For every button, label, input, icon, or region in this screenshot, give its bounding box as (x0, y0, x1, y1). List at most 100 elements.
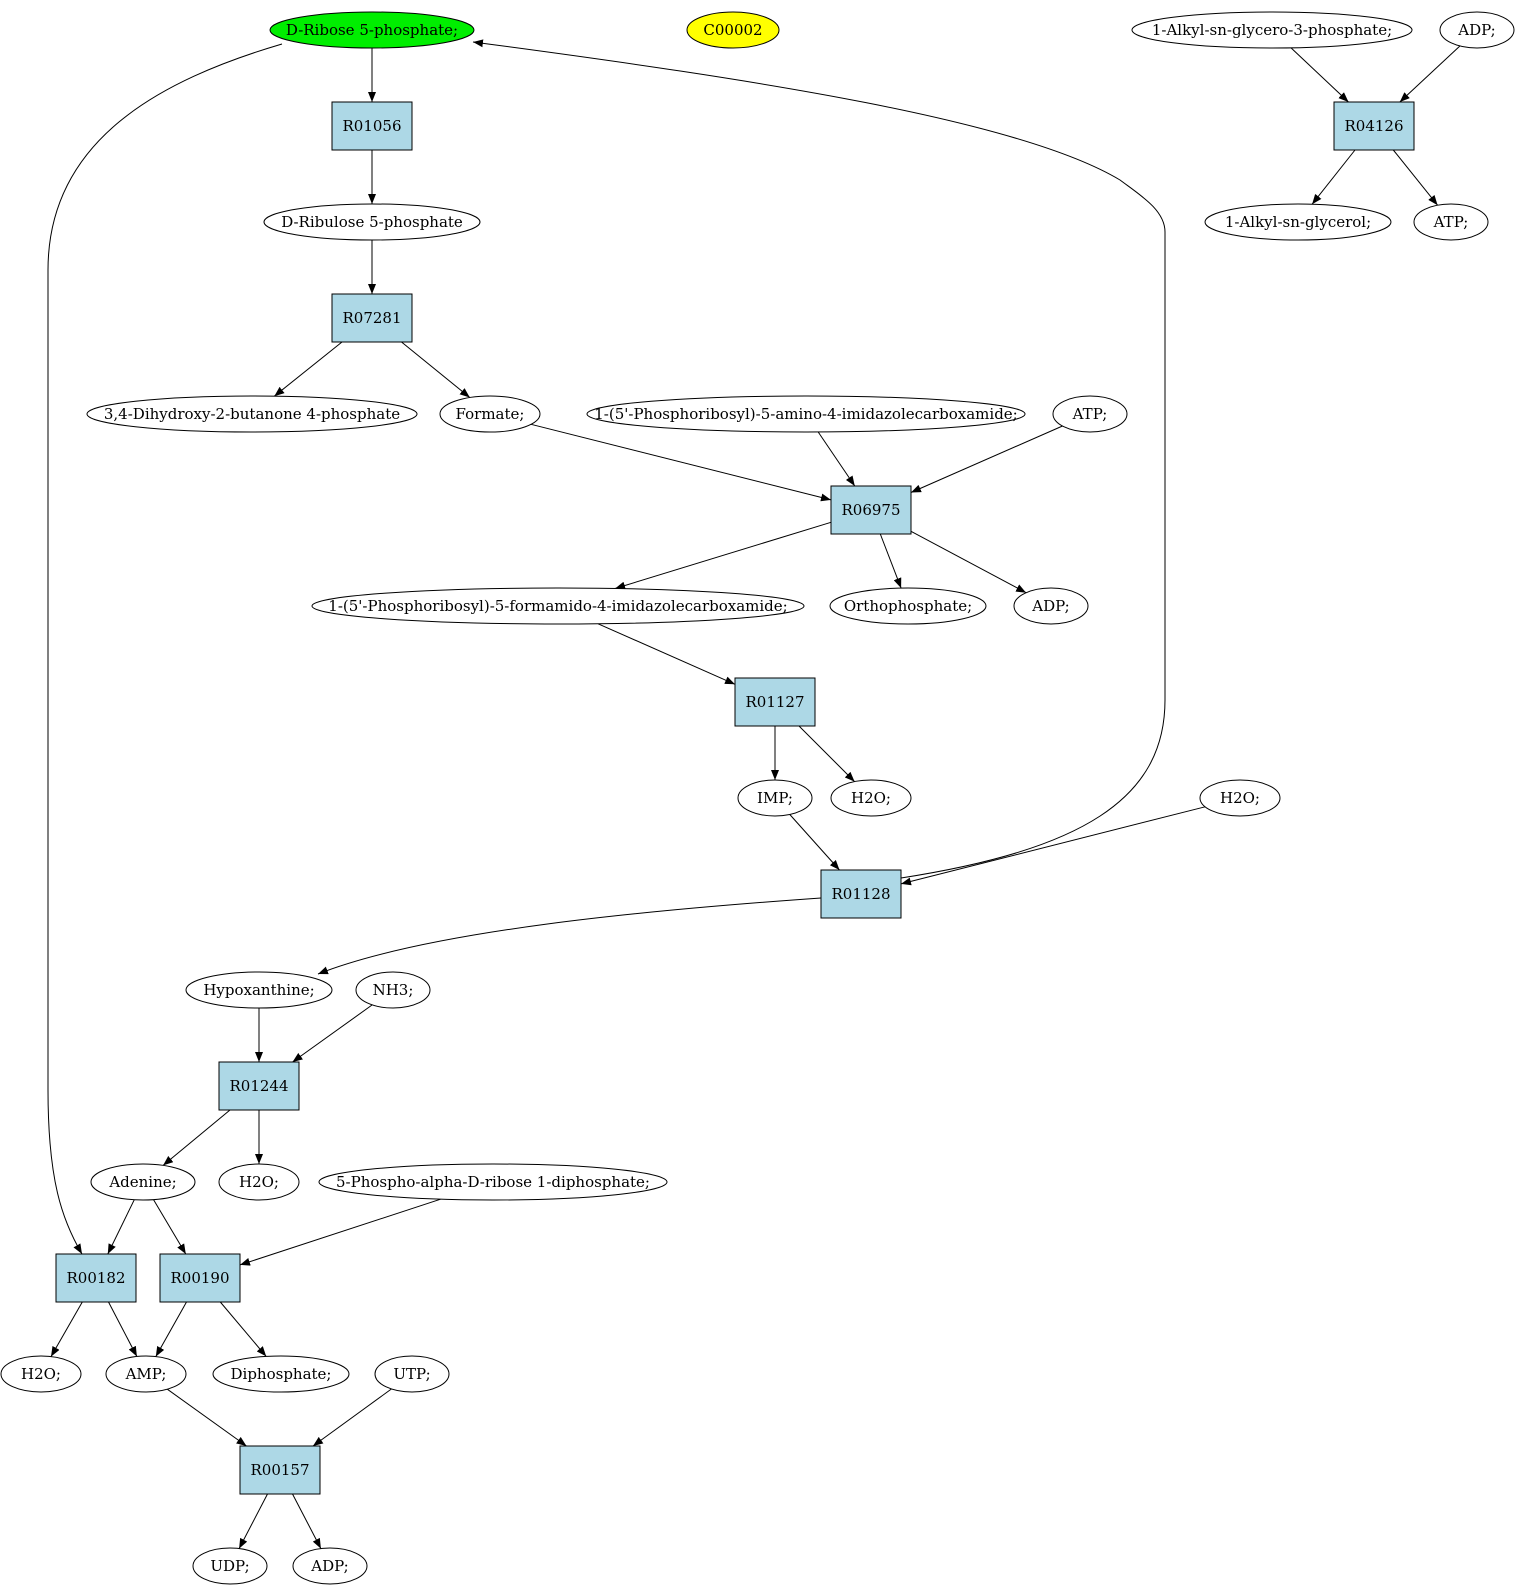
node-label: IMP; (757, 789, 793, 807)
reaction-node-r01244[interactable]: R01244 (218, 1061, 300, 1111)
compound-node-atp_top[interactable]: ATP; (1413, 203, 1489, 241)
edge-utp-to-r00157 (312, 1388, 392, 1447)
edge-r00182-to-h2o_d (50, 1301, 83, 1357)
reaction-node-r01128[interactable]: R01128 (820, 869, 902, 919)
compound-node-h2o_b[interactable]: H2O; (1199, 779, 1281, 817)
compound-node-udp[interactable]: UDP; (192, 1547, 268, 1585)
reaction-box (331, 293, 413, 343)
reaction-box (1333, 101, 1415, 151)
node-label: ADP; (310, 1557, 348, 1575)
node-label: NH3; (373, 981, 414, 999)
edge-prpp-to-r00190 (239, 1198, 441, 1266)
compound-ellipse (1413, 203, 1489, 241)
node-label: C00002 (703, 21, 762, 39)
compound-ellipse (1131, 11, 1413, 49)
compound-node-prpp[interactable]: 5-Phospho-alpha-D-ribose 1-diphosphate; (318, 1163, 668, 1201)
compound-ellipse (1439, 11, 1515, 49)
compound-ellipse (185, 971, 333, 1009)
compound-node-utp[interactable]: UTP; (374, 1355, 450, 1393)
node-label: R06975 (841, 501, 900, 519)
compound-ellipse (1052, 395, 1128, 433)
edge-r01128-to-hypoxanthine (317, 897, 822, 975)
reaction-box (820, 869, 902, 919)
edge-atp_mid-to-r06975 (910, 425, 1063, 493)
node-label: Formate; (456, 405, 525, 423)
compound-node-adp_mid[interactable]: ADP; (1013, 587, 1089, 625)
reaction-node-r00157[interactable]: R00157 (239, 1445, 321, 1495)
compound-ellipse (311, 587, 805, 625)
edge-r00190-to-diphosphate (219, 1301, 267, 1357)
compound-ellipse (439, 395, 541, 433)
node-label: UTP; (393, 1365, 430, 1383)
compound-ellipse (686, 11, 780, 49)
compound-node-atp_mid[interactable]: ATP; (1052, 395, 1128, 433)
compound-node-amp[interactable]: AMP; (105, 1355, 187, 1393)
node-label: ATP; (1072, 405, 1108, 423)
node-label: Orthophosphate; (844, 597, 972, 615)
compound-node-adp_top[interactable]: ADP; (1439, 11, 1515, 49)
node-label: 1-(5'-Phosphoribosyl)-5-amino-4-imidazol… (594, 405, 1018, 423)
compound-ellipse (218, 1163, 300, 1201)
reaction-box (734, 677, 816, 727)
compound-ellipse (1013, 587, 1089, 625)
reaction-node-r04126[interactable]: R04126 (1333, 101, 1415, 151)
reaction-node-r01056[interactable]: R01056 (331, 101, 413, 151)
edge-ribose5p-to-r00182 (47, 43, 283, 1255)
node-label: R01244 (229, 1077, 288, 1095)
compound-node-h2o_a[interactable]: H2O; (830, 779, 912, 817)
reaction-node-r07281[interactable]: R07281 (331, 293, 413, 343)
reaction-node-r01127[interactable]: R01127 (734, 677, 816, 727)
node-label: UDP; (210, 1557, 249, 1575)
node-label: ADP; (1457, 21, 1495, 39)
reaction-box (55, 1253, 137, 1303)
compound-node-h2o_d[interactable]: H2O; (0, 1355, 82, 1393)
compound-node-dhb4p[interactable]: 3,4-Dihydroxy-2-butanone 4-phosphate (86, 395, 418, 433)
compound-node-diphosphate[interactable]: Diphosphate; (212, 1355, 350, 1393)
node-label: R00157 (250, 1461, 309, 1479)
edge-adenine-to-r00182 (107, 1199, 135, 1255)
compound-ellipse (269, 11, 475, 49)
compound-ellipse (1204, 203, 1392, 241)
node-label: R04126 (1344, 117, 1403, 135)
node-label: R00190 (170, 1269, 229, 1287)
compound-node-imp[interactable]: IMP; (737, 779, 813, 817)
edge-imp-to-r01128 (789, 814, 840, 871)
node-label: Hypoxanthine; (203, 981, 314, 999)
compound-ellipse (0, 1355, 82, 1393)
compound-node-alkylglycerol[interactable]: 1-Alkyl-sn-glycerol; (1204, 203, 1392, 241)
compound-node-aicar[interactable]: 1-(5'-Phosphoribosyl)-5-amino-4-imidazol… (586, 395, 1026, 433)
node-label: ATP; (1433, 213, 1469, 231)
edge-h2o_b-to-r01128 (900, 806, 1206, 886)
edge-r01244-to-adenine (162, 1109, 231, 1166)
compound-node-faicar[interactable]: 1-(5'-Phosphoribosyl)-5-formamido-4-imid… (311, 587, 805, 625)
edge-r00157-to-adp_bot (292, 1493, 322, 1549)
compound-node-hypoxanthine[interactable]: Hypoxanthine; (185, 971, 333, 1009)
edge-r00157-to-udp (238, 1493, 268, 1549)
reaction-node-r00182[interactable]: R00182 (55, 1253, 137, 1303)
compound-ellipse (355, 971, 431, 1009)
compound-node-orthophosphate[interactable]: Orthophosphate; (829, 587, 987, 625)
compound-node-formate[interactable]: Formate; (439, 395, 541, 433)
compound-node-adp_bot[interactable]: ADP; (292, 1547, 368, 1585)
reaction-box (331, 101, 413, 151)
compound-node-adenine[interactable]: Adenine; (90, 1163, 196, 1201)
compound-node-nh3[interactable]: NH3; (355, 971, 431, 1009)
edge-faicar-to-r01127 (597, 623, 736, 685)
compound-node-h2o_c[interactable]: H2O; (218, 1163, 300, 1201)
node-label: H2O; (239, 1173, 279, 1191)
reaction-node-r00190[interactable]: R00190 (159, 1253, 241, 1303)
reaction-node-r06975[interactable]: R06975 (830, 485, 912, 535)
compound-node-alkylglycero3p[interactable]: 1-Alkyl-sn-glycero-3-phosphate; (1131, 11, 1413, 49)
compound-node-ribose5p[interactable]: D-Ribose 5-phosphate; (269, 11, 475, 49)
node-label: D-Ribose 5-phosphate; (286, 21, 458, 39)
edge-r06975-to-orthophosphate (879, 533, 902, 589)
node-label: R00182 (66, 1269, 125, 1287)
compound-ellipse (263, 203, 481, 241)
edge-r00190-to-amp (155, 1301, 187, 1357)
node-label: D-Ribulose 5-phosphate (281, 213, 463, 231)
edge-nh3-to-r01244 (292, 1004, 373, 1063)
compound-ellipse (318, 1163, 668, 1201)
compound-node-c00002[interactable]: C00002 (686, 11, 780, 49)
compound-node-ribulose5p[interactable]: D-Ribulose 5-phosphate (263, 203, 481, 241)
edge-alkylglycero3p-to-r04126 (1290, 47, 1349, 103)
